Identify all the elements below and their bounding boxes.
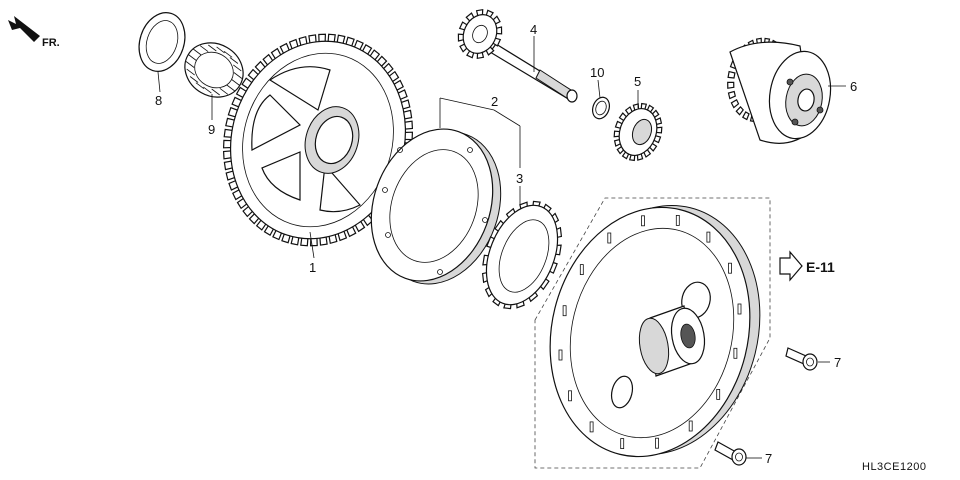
bearing-roller [192,48,202,56]
reference-e11[interactable]: E-11 [779,250,835,282]
flywheel-slot [607,232,612,244]
callout-7-lower[interactable]: 7 [765,451,772,466]
bearing-roller [185,61,195,68]
part-5-reduction-gear[interactable] [613,102,663,162]
part-1-driven-gear[interactable] [205,18,430,261]
bearing-roller [199,45,209,53]
bearing-roller [233,64,242,72]
front-marker-label: FR. [42,37,60,49]
callout-7-upper[interactable]: 7 [834,355,841,370]
gear-tooth [727,90,737,100]
flywheel-rotor[interactable] [524,184,785,478]
gear-tooth [730,98,740,109]
bearing-roller [189,76,199,83]
flywheel-dashed-outline [534,197,771,469]
flywheel-slot [620,438,625,450]
flywheel-slot [706,231,711,243]
part-2-clutch-outer[interactable] [351,112,521,301]
callout-4[interactable]: 4 [530,22,537,37]
callout-1[interactable]: 1 [309,260,316,275]
bearing-roller [195,82,205,90]
bearing-roller [216,46,225,54]
flywheel-slot [562,305,567,317]
gear-tooth [727,81,735,89]
front-direction-marker: FR. [8,16,60,49]
part-7-bolt-upper[interactable] [785,347,818,371]
callout-5[interactable]: 5 [634,74,641,89]
callout-3[interactable]: 3 [516,171,523,186]
bearing-roller [211,88,220,96]
gear-tooth [727,70,736,79]
flywheel-slot [641,215,645,227]
bearing-roller [229,57,239,64]
bearing-roller [231,79,240,86]
part-6-gear-assembly[interactable] [727,37,837,144]
flywheel-slot [688,420,693,432]
flywheel-slot [728,262,732,274]
flywheel-slot [716,388,721,400]
flywheel-slot [589,421,594,433]
part-8-washer[interactable] [132,7,192,78]
bearing-roller [203,86,212,94]
part-3-one-way-clutch[interactable] [473,195,571,315]
callout-9[interactable]: 9 [208,122,215,137]
flywheel-slot [655,437,659,449]
flywheel-slot [675,214,680,226]
reference-arrow-icon [779,250,803,282]
callout-10[interactable]: 10 [590,65,604,80]
part-9-needle-bearing[interactable] [175,32,253,107]
part-10-snap-ring[interactable] [590,95,613,121]
flywheel-slot [579,264,584,276]
bearing-roller [188,54,197,61]
callout-8[interactable]: 8 [155,93,162,108]
callout-2[interactable]: 2 [491,94,498,109]
part-7-bolt-lower[interactable] [714,441,747,466]
reference-label: E-11 [806,259,835,275]
part-4-reduction-shaft[interactable] [457,8,578,103]
bearing-roller [233,72,243,79]
gear-tooth [735,106,744,116]
callouts: 1 2 3 4 5 6 7 7 8 9 10 [155,22,857,466]
flywheel-slot [558,349,563,361]
gear-tooth [741,111,750,121]
bearing-roller [226,84,236,92]
bearing-roller [186,68,195,76]
drawing-code: HL3CE1200 [862,461,926,473]
bearing-roller [219,87,229,95]
flywheel-slot [568,390,572,402]
bearing-roller [208,44,217,52]
callout-6[interactable]: 6 [850,79,857,94]
front-arrow-icon [8,16,40,42]
flywheel-slot [733,347,738,359]
flywheel-slot [737,303,742,315]
bearing-roller [223,50,233,58]
leader-lines [157,36,846,459]
